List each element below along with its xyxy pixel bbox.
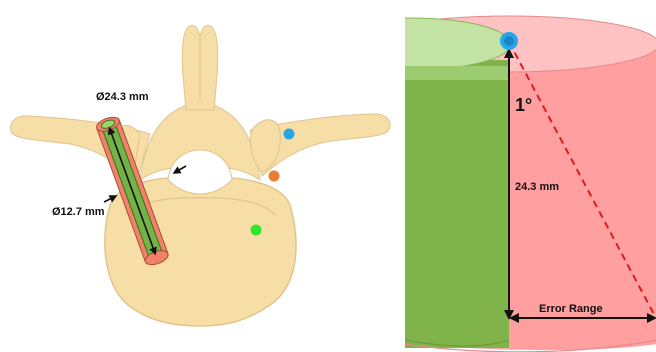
correct-cylinder-body <box>405 60 509 348</box>
error-range-label: Error Range <box>539 303 603 315</box>
error-range-diagram: 1° 24.3 mm Error Range <box>405 0 656 352</box>
vertebra-diagram: Ø24.3 mm Ø12.7 mm <box>0 0 400 352</box>
orange-marker <box>269 171 280 182</box>
angle-label: 1° <box>515 95 532 115</box>
outer-diameter-label: Ø24.3 mm <box>96 91 149 103</box>
correct-cylinder-rim <box>405 66 509 80</box>
entry-point-marker-highlight <box>504 36 514 46</box>
height-label: 24.3 mm <box>515 181 559 193</box>
green-marker <box>251 225 262 236</box>
inner-diameter-label: Ø12.7 mm <box>52 206 105 218</box>
blue-marker <box>284 129 295 140</box>
